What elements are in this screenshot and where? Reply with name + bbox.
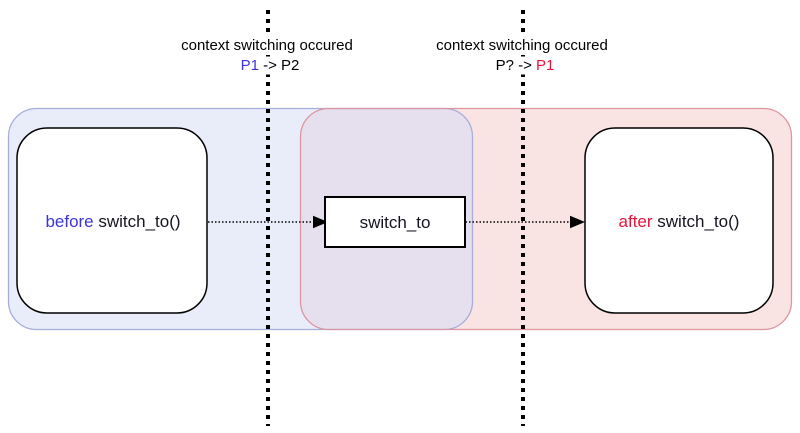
guide-caption-left: context switching occured xyxy=(181,37,353,54)
arrowhead-icon xyxy=(570,215,585,229)
process-from-label: P? xyxy=(496,57,514,74)
switch-to-node-label: switch_to xyxy=(360,213,431,232)
label-background xyxy=(483,56,567,75)
before-rest-label: switch_to() xyxy=(94,212,181,231)
after-node-label: after switch_to() xyxy=(619,212,740,231)
before-node xyxy=(16,127,208,314)
transition-arrow-label: -> xyxy=(259,57,281,74)
guide-transition-left: P1 -> P2 xyxy=(241,57,300,74)
transition-arrow-label: -> xyxy=(514,57,536,74)
arrowhead-icon xyxy=(313,215,328,229)
switch-to-node xyxy=(324,196,466,248)
process-to-label: P1 xyxy=(536,57,554,74)
guide-transition-right: P? -> P1 xyxy=(496,57,555,74)
after-highlight-label: after xyxy=(619,212,653,231)
process-to-label: P2 xyxy=(281,57,299,74)
after-node xyxy=(584,127,774,314)
label-background xyxy=(421,36,621,54)
before-region-outline xyxy=(7,107,474,331)
after-region-outline xyxy=(299,107,793,331)
after-rest-label: switch_to() xyxy=(653,212,740,231)
label-background xyxy=(166,36,366,54)
before-node-label: before switch_to() xyxy=(45,212,180,231)
guide-caption-right: context switching occured xyxy=(436,37,608,54)
label-background xyxy=(228,56,312,75)
process-from-label: P1 xyxy=(241,57,259,74)
before-highlight-label: before xyxy=(45,212,93,231)
